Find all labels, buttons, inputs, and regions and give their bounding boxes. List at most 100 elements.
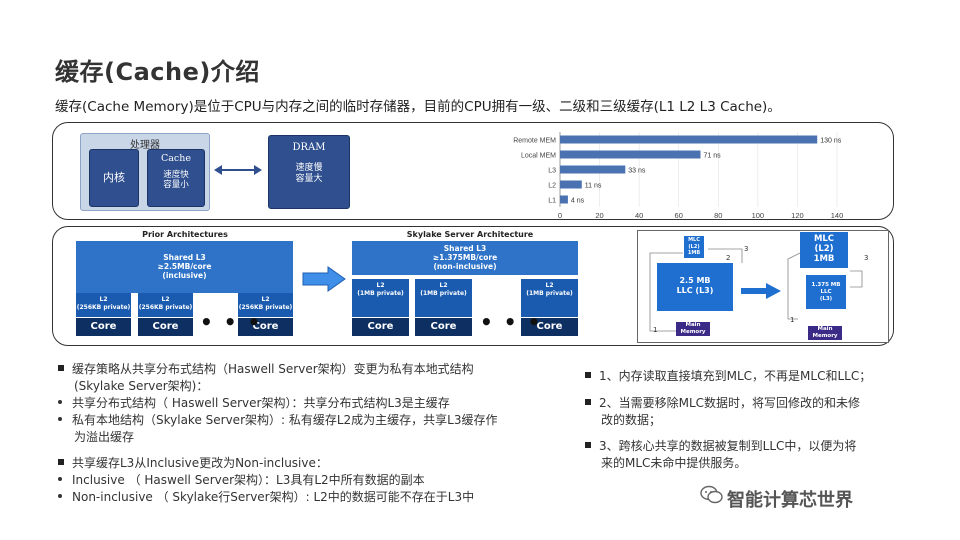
mlc-small-1: MLC <box>688 237 700 243</box>
data-label: 33 ns <box>628 168 646 175</box>
rbullet-2-cont: 改的数据； <box>601 413 662 427</box>
l2-cache-box: L2(256KB private) <box>138 293 193 317</box>
dram-box: DRAM 速度慢 容量大 <box>268 135 350 209</box>
dram-title: DRAM <box>292 142 326 153</box>
bullet-1-cont: (Skylake Server架构)： <box>74 379 209 393</box>
main-memory-left: Main Memory <box>676 322 710 336</box>
dram-desc-2: 容量大 <box>295 174 323 184</box>
intro-text: 缓存(Cache Memory)是位于CPU与内存之间的临时存储器，目前的CPU… <box>55 99 781 115</box>
dram-desc-1: 速度慢 <box>295 163 323 173</box>
mlc-small-2: (L2) <box>688 243 700 250</box>
l2-size: (256KB private) <box>138 303 193 311</box>
bullet-3-cont: 为溢出缓存 <box>74 430 135 444</box>
bullet-5: Inclusive （ Haswell Server架构）：L3具有L2中所有数… <box>72 473 425 487</box>
llc-right-2: LLC <box>820 289 832 295</box>
bullet-6: Non-inclusive （ Skylake行Server架构）: L2中的数… <box>72 490 475 504</box>
mlc-big-box: MLC (L2) 1MB <box>800 232 848 268</box>
cache-desc-1: 速度快 <box>163 170 189 180</box>
category-label: L2 <box>548 183 556 190</box>
right-bullet-list: 1、内存读取直接填充到MLC，不再是MLC和LLC； 2、当需要移除MLC数据时… <box>585 368 925 478</box>
l2-label: L2 <box>376 282 385 289</box>
l2-label: L2 <box>261 296 270 303</box>
l2-size: (256KB private) <box>76 303 131 311</box>
core-label: Core <box>238 318 293 336</box>
category-label: Local MEM <box>521 153 556 160</box>
l2-cache-box: L2(1MB private) <box>352 279 409 317</box>
x-tick-label: 0 <box>558 211 562 220</box>
data-label: 11 ns <box>585 183 602 190</box>
step-1: 1 <box>653 326 658 334</box>
l2-label: L2 <box>545 282 554 289</box>
square-bullet-icon <box>58 365 64 371</box>
category-label: L3 <box>548 168 556 175</box>
x-tick-label: 120 <box>791 211 804 220</box>
l2-cache-box: L2(256KB private) <box>238 293 293 317</box>
right-arrow-icon <box>302 266 346 292</box>
mem-right-2: Memory <box>812 332 838 339</box>
rbullet-3-cont: 来的MLC未命中提供服务。 <box>601 456 747 470</box>
mlc-small-3: 1MB <box>687 250 701 256</box>
core-box: 内核 <box>89 149 139 207</box>
ellipsis-dots: • • • <box>480 310 543 334</box>
core-label: 内核 <box>103 171 125 184</box>
rbullet-2: 2、当需要移除MLC数据时，将写回修改的和未修 <box>599 396 861 410</box>
dot-bullet-icon <box>58 494 62 498</box>
bar <box>560 135 818 144</box>
prior-l3-line1: Shared L3 <box>163 253 206 262</box>
llc-right-1: 1.375 MB <box>811 282 841 288</box>
square-bullet-icon <box>585 399 591 405</box>
l2-size: (1MB private) <box>420 289 467 297</box>
skylake-shared-l3: Shared L3 ≥1.375MB/core (non-inclusive) <box>352 241 578 275</box>
main-memory-right: Main Memory <box>808 326 842 340</box>
rbullet-1: 1、内存读取直接填充到MLC，不再是MLC和LLC； <box>599 369 872 383</box>
square-bullet-icon <box>585 442 591 448</box>
dot-bullet-icon <box>58 400 62 404</box>
x-tick-label: 40 <box>635 211 643 220</box>
square-bullet-icon <box>585 372 591 378</box>
category-label: L1 <box>548 198 556 205</box>
llc-left-2: LLC (L3) <box>676 286 714 295</box>
square-bullet-icon <box>58 459 64 465</box>
data-label: 130 ns <box>820 138 842 145</box>
bullet-3: 私有本地结构（Skylake Server架构）: 私有缓存L2成为主缓存，共享… <box>72 413 498 427</box>
llc-right-3: (L3) <box>819 296 833 302</box>
mem-left-2: Memory <box>680 328 706 335</box>
l2-cache-box: L2(1MB private) <box>415 279 472 317</box>
l2-size: (1MB private) <box>526 289 573 297</box>
mlc-big-3: 1MB <box>813 254 835 264</box>
processor-box: 处理器 内核 Cache 速度快 容量小 <box>80 133 210 211</box>
skylake-l3-line2: ≥1.375MB/core <box>432 253 498 262</box>
l2-label: L2 <box>161 296 170 303</box>
mem-left-1: Main <box>685 322 701 328</box>
prior-heading: Prior Architectures <box>142 230 228 239</box>
mem-right-1: Main <box>817 326 833 332</box>
bullet-2: 共享分布式结构（ Haswell Server架构）：共享分布式结构L3是主缓存 <box>72 396 450 410</box>
processor-label: 处理器 <box>130 140 160 151</box>
step-1-right: 1 <box>790 316 795 324</box>
data-label: 71 ns <box>703 153 721 160</box>
llc-left-box: 2.5 MB LLC (L3) <box>657 263 733 311</box>
x-tick-label: 140 <box>831 211 844 220</box>
llc-left-1: 2.5 MB <box>679 276 711 285</box>
core-label: Core <box>76 318 131 336</box>
prior-l3-line2: ≥2.5MB/core <box>157 262 212 271</box>
x-tick-label: 20 <box>595 211 603 220</box>
bar <box>560 150 701 159</box>
l2-size: (1MB private) <box>357 289 404 297</box>
llc-right-box: 1.375 MB LLC (L3) <box>806 275 846 309</box>
page-title: 缓存(Cache)介绍 <box>55 58 260 86</box>
cache-box: Cache 速度快 容量小 <box>147 149 205 207</box>
step-2: 2 <box>726 254 731 262</box>
skylake-l3-line1: Shared L3 <box>443 244 487 253</box>
step-3: 3 <box>744 245 749 253</box>
l2-cache-box: L2(1MB private) <box>521 279 578 317</box>
category-label: Remote MEM <box>513 138 556 145</box>
x-tick-label: 100 <box>752 211 765 220</box>
mlc-big-1: MLC <box>813 234 835 244</box>
dot-bullet-icon <box>58 417 62 421</box>
left-bullet-list: 缓存策略从共享分布式结构（Haswell Server架构）变更为私有本地式结构… <box>58 361 578 511</box>
rbullet-3: 3、跨核心共享的数据被复制到LLC中，以便为将 <box>599 439 857 453</box>
l2-size: (256KB private) <box>238 303 293 311</box>
bar <box>560 195 568 204</box>
